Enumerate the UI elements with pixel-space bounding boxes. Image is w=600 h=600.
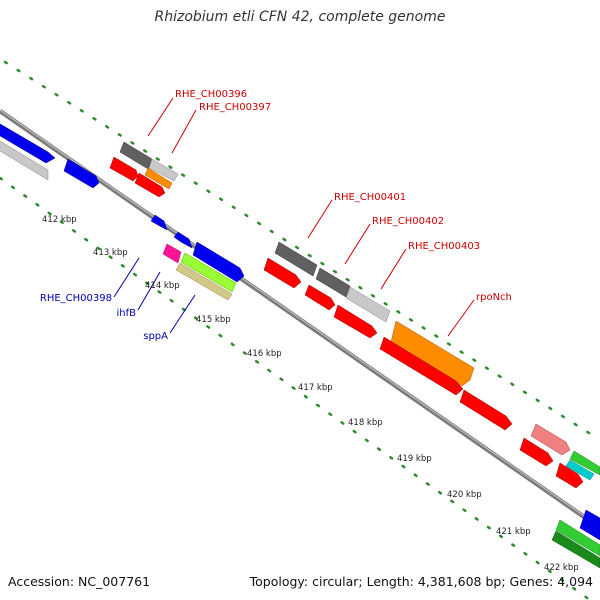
tick-422: 422 kbp (544, 563, 579, 573)
gene-red-6[interactable] (379, 336, 464, 396)
genome-backbone-highlight (0, 109, 600, 528)
label-rhe-ch00401: RHE_CH00401 (334, 192, 406, 203)
gene-sppa[interactable] (175, 262, 233, 301)
gene-pink[interactable] (530, 423, 571, 456)
gene-red-2[interactable] (134, 172, 166, 198)
gene-red-4[interactable] (304, 284, 336, 311)
gene-red-3[interactable] (263, 257, 302, 289)
gene-red-7[interactable] (459, 389, 513, 431)
gene-lime[interactable] (180, 252, 237, 293)
tick-416: 416 kbp (247, 349, 282, 359)
label-sppa: sppA (143, 331, 168, 342)
gene-orange-small[interactable] (144, 167, 173, 190)
gene-red-5[interactable] (333, 304, 378, 339)
label-rhe-ch00396: RHE_CH00396 (175, 89, 247, 100)
gene-rhe-ch00403[interactable] (345, 286, 391, 323)
tick-414: 414 kbp (145, 281, 180, 291)
gene-rponch[interactable] (390, 320, 475, 387)
label-leaders (113, 97, 475, 337)
accession-text: Accession: NC_007761 (8, 574, 151, 589)
gene-blue-small[interactable] (63, 158, 100, 189)
label-rhe-ch00402: RHE_CH00402 (372, 216, 444, 227)
inner-dotted-ring (0, 176, 592, 600)
gene-red-9[interactable] (555, 462, 584, 489)
gene-left-lightgrey[interactable] (0, 135, 49, 181)
gene-left-blue[interactable] (0, 118, 56, 164)
gene-rhe-ch00402[interactable] (315, 267, 351, 298)
tick-418: 418 kbp (348, 418, 383, 428)
gene-blue-right[interactable] (579, 509, 600, 541)
tick-420: 420 kbp (447, 490, 482, 500)
gene-rhe-ch00397[interactable] (148, 158, 179, 182)
tick-417: 417 kbp (298, 383, 333, 393)
label-ihfb: ihfB (117, 308, 137, 319)
gene-red-1[interactable] (109, 156, 139, 182)
label-rhe-ch00397: RHE_CH00397 (199, 102, 271, 113)
tick-413: 413 kbp (93, 248, 128, 258)
tick-419: 419 kbp (397, 454, 432, 464)
gene-ihfb[interactable] (162, 243, 182, 264)
tick-415: 415 kbp (196, 315, 231, 325)
label-rhe-ch00403: RHE_CH00403 (408, 241, 480, 252)
gene-green-long-1[interactable] (555, 519, 600, 557)
gene-blue-rev-2[interactable] (173, 231, 193, 249)
label-rhe-ch00398: RHE_CH00398 (40, 293, 112, 304)
gene-rhe-ch00398[interactable] (192, 241, 245, 283)
tick-421: 421 kbp (496, 527, 531, 537)
gene-green-long-2[interactable] (551, 530, 600, 569)
map-title: Rhizobium etli CFN 42, complete genome (154, 9, 446, 25)
label-rponch: rpoNch (476, 292, 512, 303)
gene-red-8[interactable] (519, 437, 554, 467)
genome-backbone (0, 109, 600, 530)
gene-rhe-ch00401[interactable] (274, 241, 318, 277)
tick-412: 412 kbp (42, 215, 77, 225)
outer-dotted-ring (3, 60, 600, 442)
gene-cyan[interactable] (565, 459, 595, 481)
gene-green-short[interactable] (569, 450, 600, 476)
gene-blue-rev-1[interactable] (150, 214, 168, 231)
topology-summary: Topology: circular; Length: 4,381,608 bp… (249, 574, 593, 589)
